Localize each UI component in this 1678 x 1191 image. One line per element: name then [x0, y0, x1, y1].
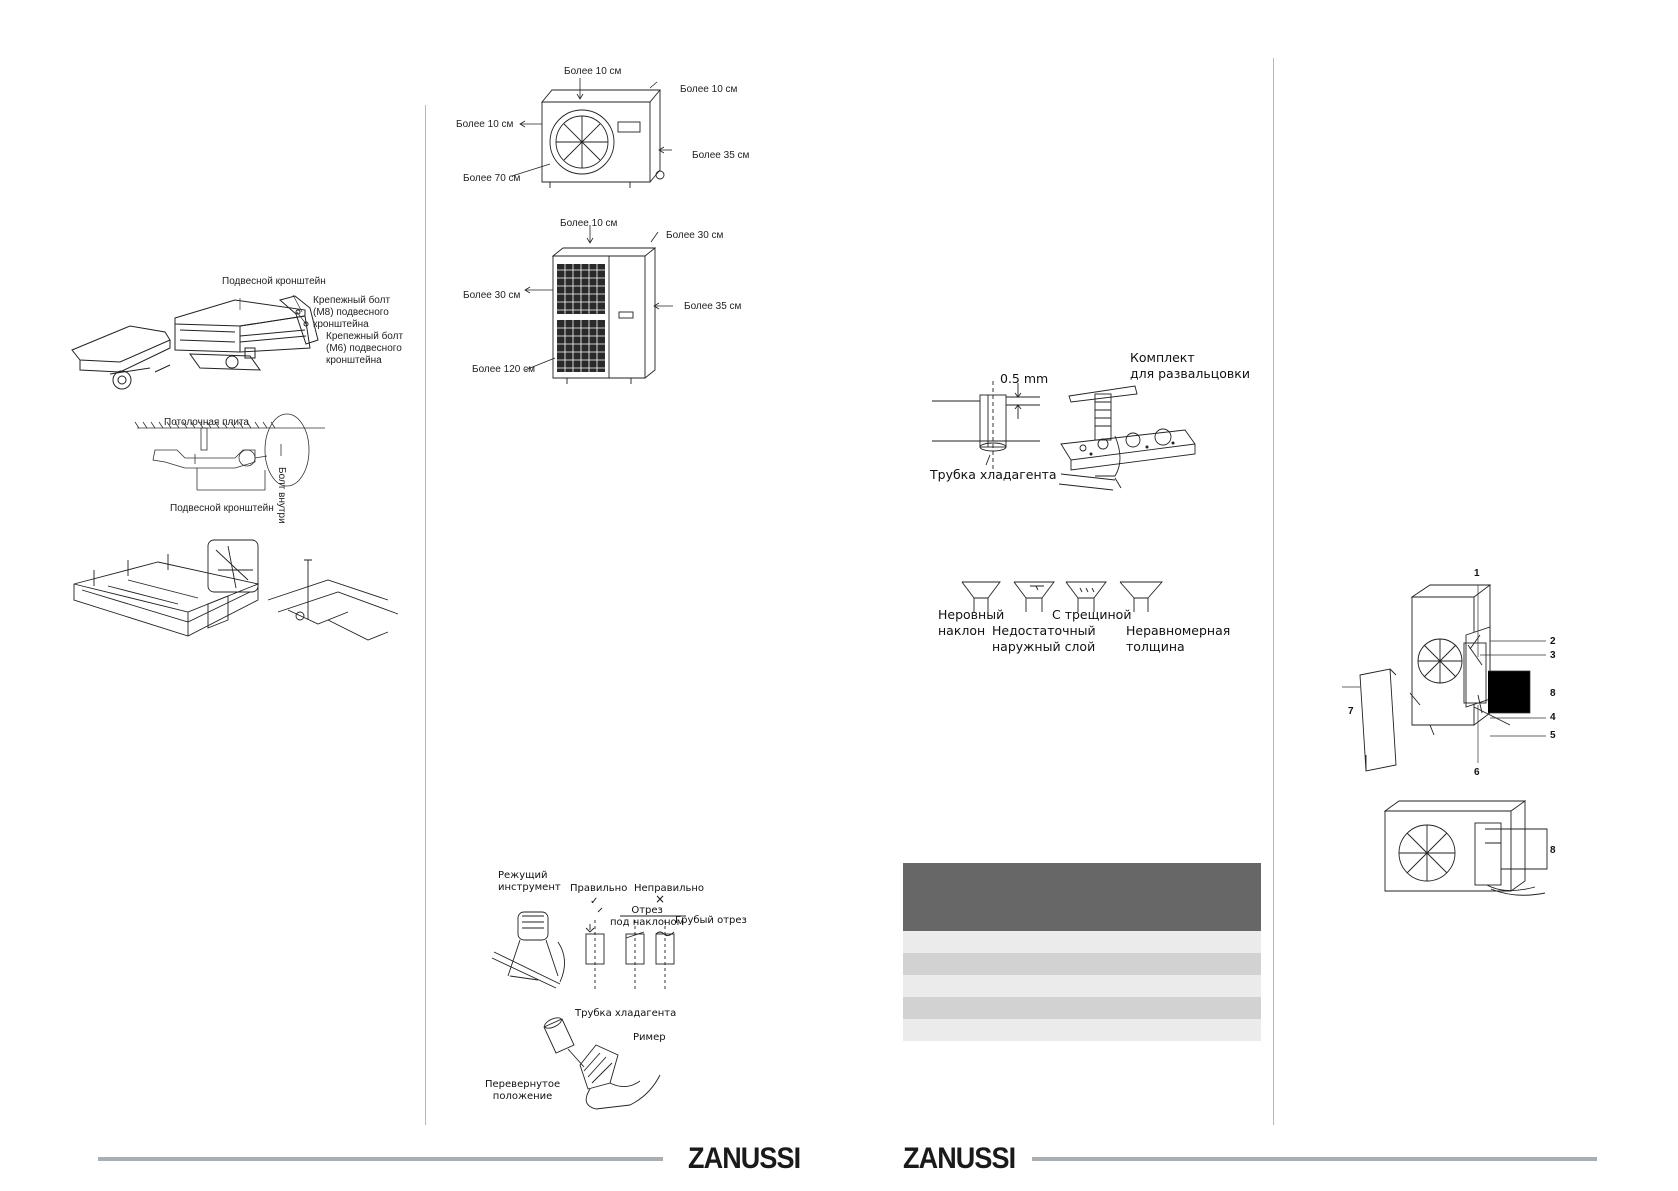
- part-number-1: 1: [1474, 568, 1480, 579]
- outdoor-unit-large-illustration: [524, 225, 673, 384]
- label-inverted: Перевернутое положение: [485, 1079, 561, 1102]
- label-cracked: С трещиной: [1052, 607, 1132, 622]
- part-number-8: 8: [1550, 688, 1556, 699]
- ceiling-mount-illustration: [134, 413, 325, 491]
- label-insufficient-layer: Недостаточный наружный слой: [992, 623, 1096, 654]
- wrong-mark: ×: [655, 892, 666, 906]
- footer-rule-right: [1032, 1157, 1597, 1161]
- data-table: [903, 863, 1261, 1041]
- bracket-illustration: [71, 294, 319, 390]
- label-hanger-bracket-2: Подвесной кронштейн: [170, 503, 274, 514]
- flare-defects-illustration: [961, 581, 1163, 612]
- part-number-8-lower: 8: [1550, 845, 1556, 856]
- outdoor-unit-small-illustration: [511, 78, 672, 188]
- label-uneven-thickness: Неравномерная толщина: [1126, 623, 1231, 654]
- label-cutting-tool: Режущий инструмент: [498, 870, 561, 893]
- label-small-front: Более 70 см: [463, 173, 521, 184]
- footer-rule-left: [98, 1157, 663, 1161]
- label-large-top: Более 10 см: [560, 218, 618, 229]
- indoor-unit-mount-illustration: [73, 539, 399, 641]
- label-small-right: Более 35 см: [692, 150, 750, 161]
- part-number-2: 2: [1550, 636, 1556, 647]
- part-number-7: 7: [1348, 706, 1354, 717]
- label-flaring-kit: Комплект для развальцовки: [1130, 350, 1250, 381]
- label-refrigerant-tube-2: Трубка хладагента: [575, 1008, 677, 1019]
- flaring-kit-illustration: [1058, 385, 1196, 491]
- part-number-6: 6: [1474, 767, 1480, 778]
- brand-logo-right: ZANUSSI: [903, 1142, 1016, 1175]
- label-small-top: Более 10 см: [564, 66, 622, 77]
- label-uneven-slope: Неровный наклон: [938, 607, 1005, 638]
- table-row: [903, 953, 1261, 975]
- label-gap: 0.5 mm: [1000, 371, 1049, 386]
- label-reamer: Ример: [633, 1032, 666, 1043]
- label-bolt-m6: Крепежный болт (M6) подвесного кронштейн…: [326, 331, 404, 366]
- table-row: [903, 931, 1261, 953]
- label-bolt-inside: Болт внутри: [276, 467, 287, 524]
- label-large-back: Более 30 см: [666, 230, 724, 241]
- table-row: [903, 1019, 1261, 1041]
- table-row: [903, 997, 1261, 1019]
- column-divider-1: [425, 105, 426, 1125]
- part-number-5: 5: [1550, 730, 1556, 741]
- table-row: [903, 975, 1261, 997]
- column-divider-2: [1273, 58, 1274, 1125]
- label-ceiling-plate: Потолочная плита: [164, 417, 249, 428]
- outdoor-unit-parts-illustration: [1342, 584, 1546, 772]
- flare-tube-illustration: [932, 381, 1040, 469]
- label-correct: Правильно: [570, 883, 628, 894]
- label-wrong: Неправильно: [634, 883, 705, 894]
- label-rough-cut: Грубый отрез: [675, 915, 747, 926]
- label-large-left: Более 30 см: [463, 290, 521, 301]
- label-large-right: Более 35 см: [684, 301, 742, 312]
- label-small-left: Более 10 см: [456, 119, 514, 130]
- label-large-front: Более 120 см: [472, 364, 535, 375]
- pipe-cutting-illustration: [491, 907, 686, 990]
- part-number-3: 3: [1550, 650, 1556, 661]
- label-bolt-m8: Крепежный болт (M8) подвесного кронштейн…: [313, 295, 391, 330]
- label-hanger-bracket: Подвесной кронштейн: [222, 276, 326, 287]
- label-refrigerant-tube: Трубка хладагента: [930, 467, 1057, 482]
- reamer-illustration: [543, 1017, 661, 1110]
- part-number-4: 4: [1550, 712, 1556, 723]
- label-slanted-cut: Отрез под наклоном: [610, 905, 685, 928]
- table-header: [903, 863, 1261, 931]
- label-small-back: Более 10 см: [680, 84, 738, 95]
- outdoor-unit-pipes-illustration: [1383, 800, 1548, 896]
- brand-logo-left: ZANUSSI: [688, 1142, 801, 1175]
- correct-mark: ✓: [590, 896, 599, 907]
